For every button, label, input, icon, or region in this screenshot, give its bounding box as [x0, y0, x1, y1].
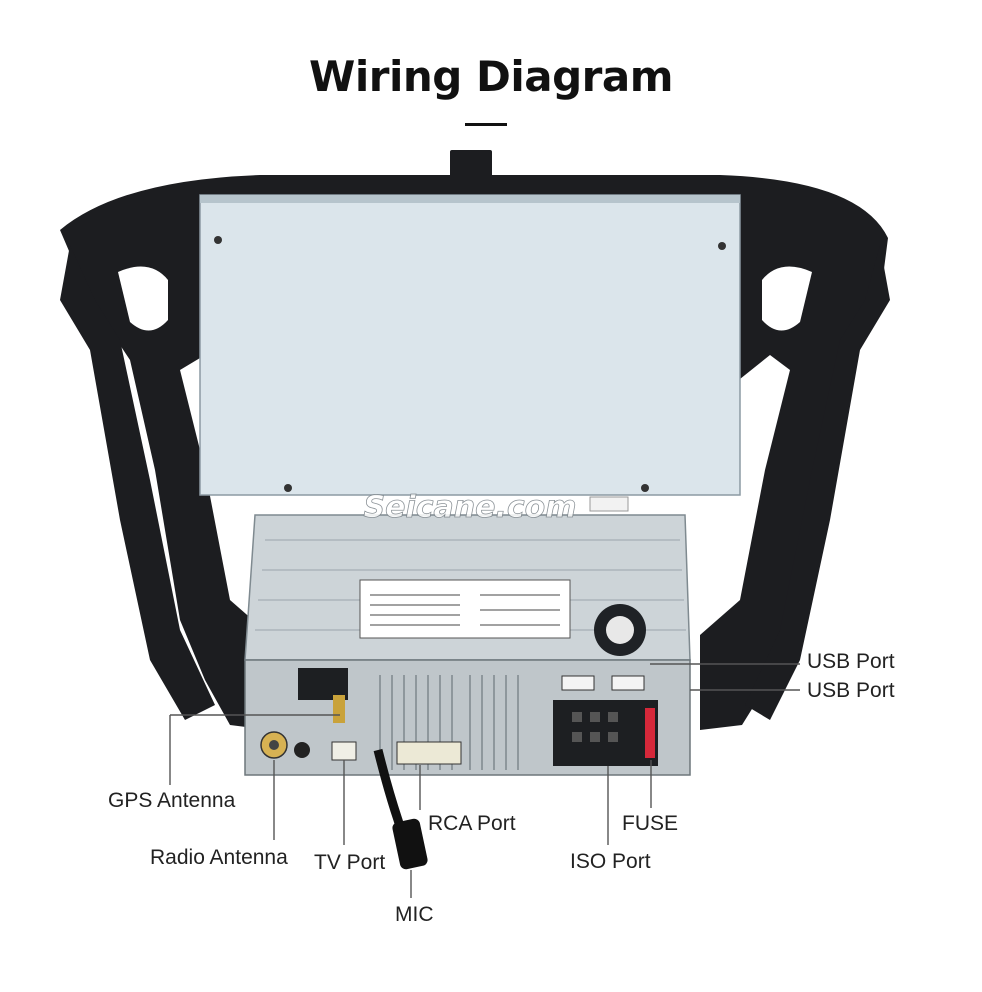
diagram-title: Wiring Diagram [309, 52, 673, 101]
mounting-frame [60, 150, 890, 730]
watermark-text: Seicane.com [363, 490, 576, 525]
screen-back-panel [199, 194, 741, 512]
mic-label: MIC [395, 903, 434, 926]
usb-port-2-label: USB Port [807, 679, 895, 702]
fuse-label: FUSE [622, 812, 679, 835]
radio-chassis [244, 514, 691, 870]
leader-lines [169, 663, 800, 898]
gps-antenna-label: GPS Antenna [108, 789, 236, 812]
iso-port-label: ISO Port [570, 850, 651, 873]
tv-port-label: TV Port [314, 851, 386, 874]
title-underline [465, 123, 507, 126]
usb-port-1-label: USB Port [807, 650, 895, 673]
radio-antenna-label: Radio Antenna [150, 846, 288, 869]
frame-cutouts [118, 266, 812, 331]
rca-port-label: RCA Port [428, 812, 516, 835]
